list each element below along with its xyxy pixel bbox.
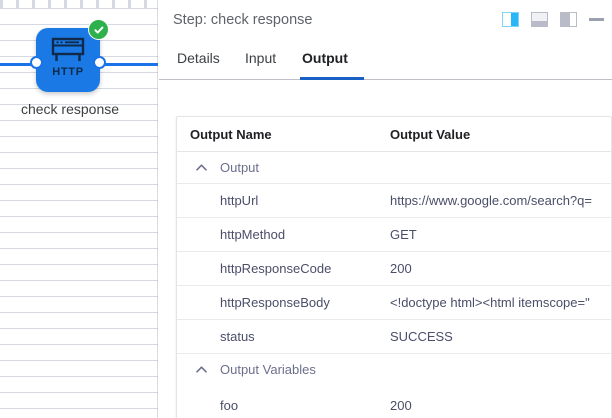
chevron-up-icon[interactable] xyxy=(194,366,208,373)
table-row[interactable]: httpResponseCode 200 xyxy=(177,251,611,285)
cell-output-value: GET xyxy=(390,227,417,242)
cell-output-value: <!doctype html><html itemscope=" xyxy=(390,295,590,310)
cell-output-value: SUCCESS xyxy=(390,329,453,344)
cell-output-name: httpResponseBody xyxy=(220,295,330,310)
panel-split-icon[interactable] xyxy=(502,12,519,27)
column-header-output-value: Output Value xyxy=(390,126,471,142)
chevron-up-icon[interactable] xyxy=(194,164,208,171)
http-browser-icon xyxy=(36,37,100,63)
tab-active-indicator xyxy=(300,77,364,80)
table-row[interactable]: status SUCCESS xyxy=(177,319,611,353)
cell-output-name: foo xyxy=(220,397,239,413)
node-input-port[interactable] xyxy=(30,56,43,69)
table-header-row: Output Name Output Value xyxy=(177,117,611,152)
table-group-header-output[interactable]: Output xyxy=(177,152,611,183)
table-row[interactable]: foo 200 xyxy=(177,385,611,418)
cell-output-value: https://www.google.com/search?q= xyxy=(390,193,592,208)
cell-output-value: 200 xyxy=(390,261,412,276)
output-table-card: Output Name Output Value Output httpUrl … xyxy=(176,116,612,418)
tab-input[interactable]: Input xyxy=(245,50,277,66)
panel-side-icon[interactable] xyxy=(560,12,577,27)
cell-output-name: status xyxy=(220,329,255,344)
table-row[interactable]: httpMethod GET xyxy=(177,217,611,251)
panel-bottom-icon[interactable] xyxy=(531,12,548,27)
table-group-header-output-variables[interactable]: Output Variables xyxy=(177,353,611,385)
group-label: Output Variables xyxy=(220,362,316,377)
connector-line-outgoing xyxy=(100,63,158,66)
minimize-dash-icon[interactable] xyxy=(589,18,604,21)
table-row[interactable]: httpUrl https://www.google.com/search?q= xyxy=(177,183,611,217)
panel-tabs: Details Input Output xyxy=(159,43,612,80)
group-label: Output xyxy=(220,160,260,175)
panel-header-actions xyxy=(502,12,604,27)
step-details-panel: Step: check response Details Input Outpu… xyxy=(159,0,612,418)
connector-line-incoming xyxy=(0,63,40,66)
table-row[interactable]: httpResponseBody <!doctype html><html it… xyxy=(177,285,611,319)
cell-output-name: httpMethod xyxy=(220,227,286,242)
workflow-canvas[interactable]: HTTP check response xyxy=(0,0,158,418)
cell-output-value: 200 xyxy=(390,397,412,413)
tab-output[interactable]: Output xyxy=(302,50,348,66)
node-type-label: HTTP xyxy=(52,66,84,78)
cell-output-name: httpResponseCode xyxy=(220,261,332,276)
node-caption: check response xyxy=(20,101,120,117)
cell-output-name: httpUrl xyxy=(220,193,259,208)
workflow-node-http[interactable]: HTTP xyxy=(30,19,109,92)
panel-title: Step: check response xyxy=(173,12,313,28)
check-circle-icon xyxy=(88,19,109,40)
tab-details[interactable]: Details xyxy=(177,50,220,66)
panel-header: Step: check response xyxy=(159,0,612,43)
node-output-port[interactable] xyxy=(93,56,106,69)
column-header-output-name: Output Name xyxy=(190,126,272,142)
